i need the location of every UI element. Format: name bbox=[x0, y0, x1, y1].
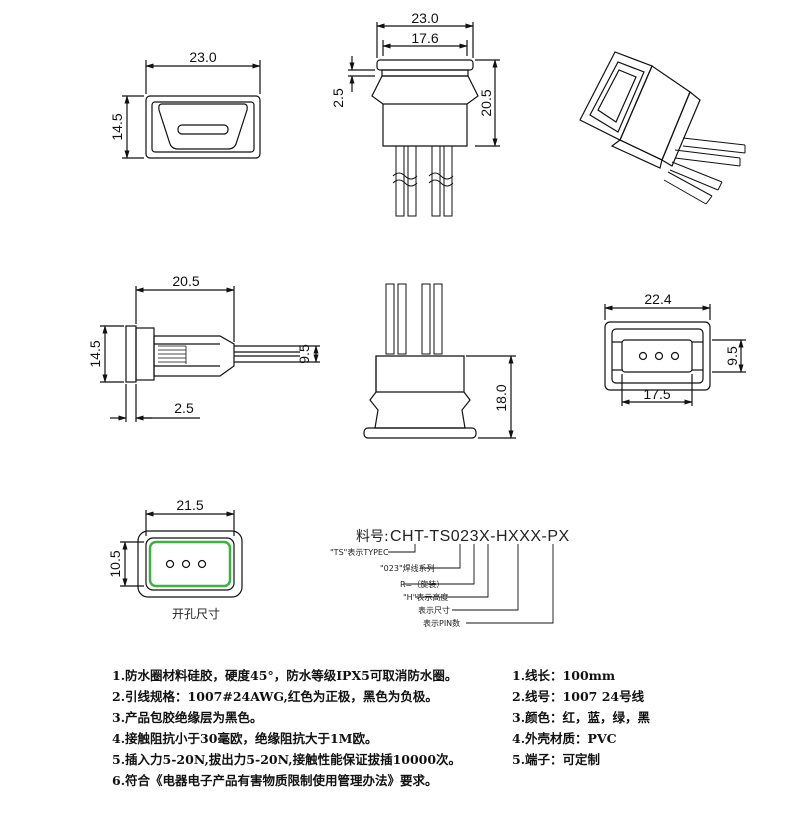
side-height-label: 20.5 bbox=[478, 89, 494, 116]
note-left-5: 5.插入力5-20N,拔出力5-20N,接触性能保证拔插10000次。 bbox=[112, 752, 462, 767]
front-width-label: 23.0 bbox=[189, 49, 216, 65]
side-flange-label: 2.5 bbox=[330, 88, 346, 108]
back-height-label: 18.0 bbox=[493, 384, 509, 411]
front-height-label: 14.5 bbox=[109, 113, 125, 140]
profile-wire-height-label: 9.5 bbox=[296, 344, 312, 364]
legend-rotary: R=（旋装） bbox=[400, 579, 444, 589]
legend-height: "H"表示高度 bbox=[403, 592, 448, 602]
profile-length-label: 20.5 bbox=[172, 273, 199, 289]
legend-023: "023"焊线系列 bbox=[380, 563, 435, 573]
note-left-1: 1.防水圈材料硅胶，硬度45°，防水等级IPX5可取消防水圈。 bbox=[112, 668, 458, 683]
panel-cutout bbox=[120, 510, 243, 598]
back-view bbox=[363, 283, 516, 439]
notes-right: 1.线长：100mm 2.线号：1007 24号线 3.颜色：红，蓝，绿，黑 4… bbox=[512, 665, 650, 770]
note-right-1: 1.线长：100mm bbox=[512, 668, 616, 683]
note-left-2: 2.引线规格：1007#24AWG,红色为正极，黑色为负极。 bbox=[112, 689, 438, 704]
note-left-4: 4.接触阻抗小于30毫欧，绝缘阻抗大于1M欧。 bbox=[112, 731, 378, 746]
profile-flange-label: 2.5 bbox=[174, 400, 194, 416]
cutout-height-label: 10.5 bbox=[107, 550, 123, 577]
part-number-prefix: 料号: bbox=[356, 529, 389, 545]
note-right-3: 3.颜色：红，蓝，绿，黑 bbox=[512, 710, 651, 725]
profile-view bbox=[100, 286, 320, 422]
front-view bbox=[122, 60, 261, 159]
part-number-code: CHT-TS023X-HXXX-PX bbox=[390, 528, 570, 545]
rear-outer-width-label: 22.4 bbox=[644, 291, 671, 307]
note-left-6: 6.符合《电器电子产品有害物质限制使用管理办法》要求。 bbox=[112, 773, 438, 788]
profile-height-label: 14.5 bbox=[87, 340, 103, 367]
side-inner-width-label: 17.6 bbox=[411, 30, 438, 46]
part-number-leaders bbox=[388, 544, 554, 624]
note-right-5: 5.端子：可定制 bbox=[512, 752, 601, 767]
rear-view bbox=[604, 304, 746, 406]
isometric-view bbox=[579, 51, 746, 205]
cutout-width-label: 21.5 bbox=[176, 497, 203, 513]
legend-size: 表示尺寸 bbox=[418, 605, 450, 615]
rear-inner-width-label: 17.5 bbox=[643, 386, 670, 402]
side-view bbox=[348, 22, 500, 217]
note-left-3: 3.产品包胶绝缘层为黑色。 bbox=[112, 710, 263, 725]
cutout-caption: 开孔尺寸 bbox=[172, 607, 220, 621]
notes-left: 1.防水圈材料硅胶，硬度45°，防水等级IPX5可取消防水圈。 2.引线规格：1… bbox=[112, 665, 461, 791]
legend-ts: "TS"表示TYPEC bbox=[330, 547, 389, 557]
side-outer-width-label: 23.0 bbox=[411, 10, 438, 26]
note-right-2: 2.线号：1007 24号线 bbox=[512, 689, 645, 704]
rear-height-label: 9.5 bbox=[724, 346, 740, 366]
note-right-4: 4.外壳材质：PVC bbox=[512, 731, 617, 746]
legend-pin: 表示PIN数 bbox=[423, 618, 460, 628]
